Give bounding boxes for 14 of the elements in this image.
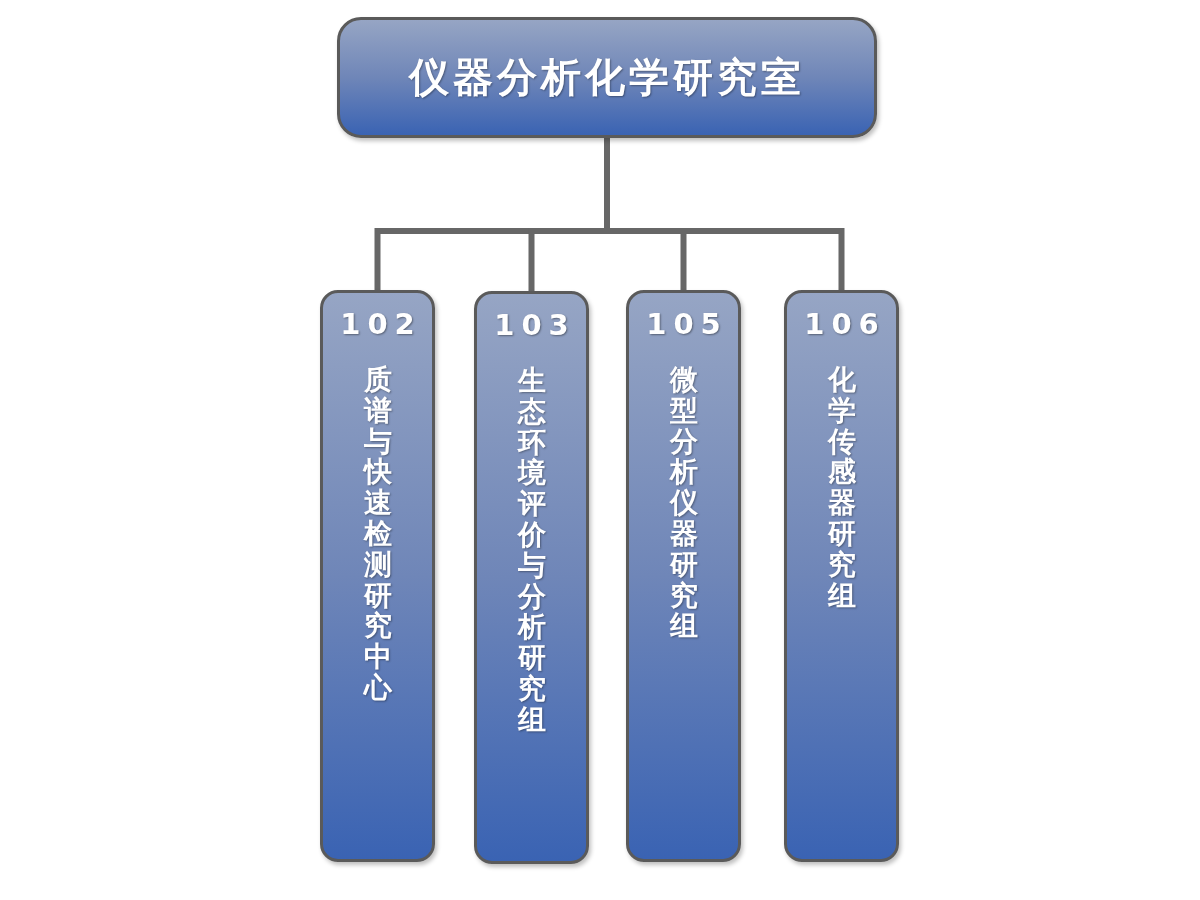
group-name: 质谱与快速检测研究中心 bbox=[363, 365, 392, 704]
group-name: 化学传感器研究组 bbox=[827, 365, 856, 612]
room-number: 105 bbox=[645, 307, 728, 341]
room-number: 106 bbox=[803, 307, 886, 341]
group-name: 生态环境评价与分析研究组 bbox=[517, 366, 546, 736]
group-box bbox=[320, 290, 435, 862]
room-number: 103 bbox=[493, 308, 576, 342]
lab-title: 仪器分析化学研究室 bbox=[409, 53, 805, 102]
group-name: 微型分析仪器研究组 bbox=[669, 365, 698, 643]
group-box bbox=[474, 291, 589, 864]
lab-header-box bbox=[337, 17, 877, 138]
group-box bbox=[626, 290, 741, 862]
group-box bbox=[784, 290, 899, 862]
room-number: 102 bbox=[339, 307, 422, 341]
